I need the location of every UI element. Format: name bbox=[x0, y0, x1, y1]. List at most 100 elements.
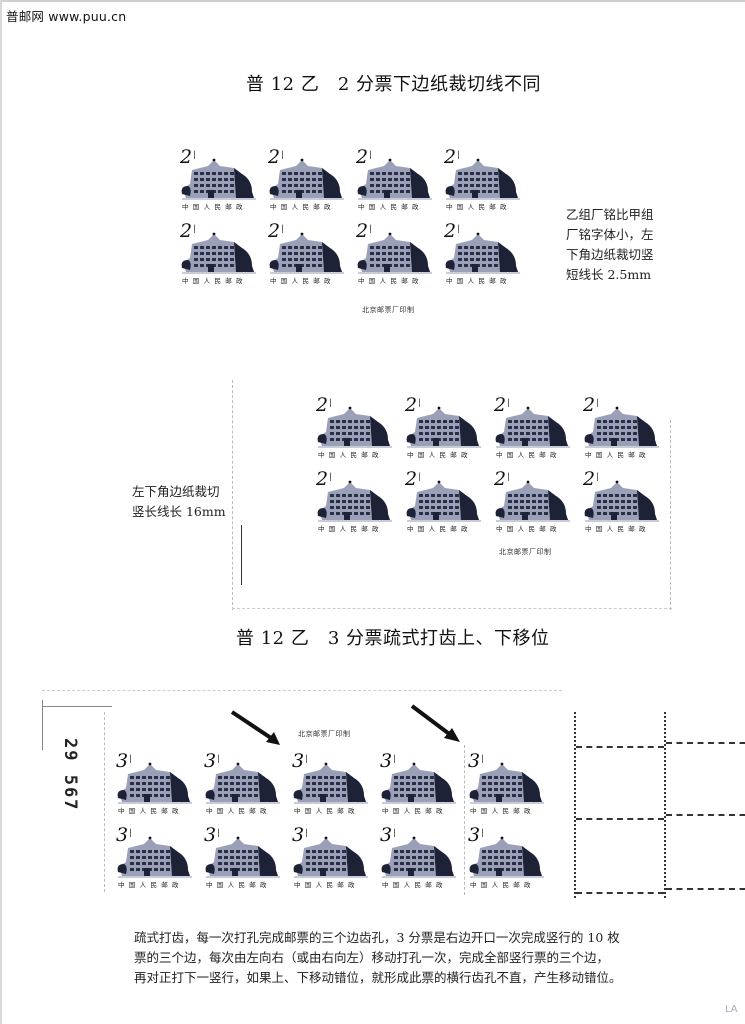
stamp: 2| 中国人民邮政 bbox=[352, 146, 432, 212]
stamp: 2|中国人民邮政 bbox=[401, 394, 481, 460]
stamp-denomination: 2| bbox=[494, 394, 510, 416]
building-illustration-icon bbox=[317, 406, 392, 448]
building-illustration-icon bbox=[269, 232, 344, 274]
arrow-icon bbox=[230, 710, 280, 745]
stamp-block-2: 2| 中国人民邮政 2| 中国人民邮政 2| 中国人民邮政 2| 中国人民邮政 2| 中国人民邮政… bbox=[312, 394, 668, 544]
stamp-caption: 中国人民邮政 bbox=[118, 881, 183, 889]
printer-imprint-2: 北京邮票厂印制 bbox=[499, 548, 552, 556]
stamp: 2| 中国人民邮政 bbox=[312, 468, 392, 534]
section1-title: 普 12 乙 2 分票下边纸裁切线不同 bbox=[246, 74, 542, 95]
stamp-caption: 中国人民邮政 bbox=[585, 525, 650, 533]
building-illustration-icon bbox=[317, 480, 392, 522]
perforation-diagram bbox=[572, 712, 745, 902]
stamp-denomination: 3| bbox=[292, 824, 308, 846]
stamp: 3| 中国人民邮政 bbox=[200, 824, 280, 890]
stamp-caption: 中国人民邮政 bbox=[182, 277, 247, 285]
stamp-denomination: 2| bbox=[583, 394, 599, 416]
stamp-denomination: 3| bbox=[292, 750, 308, 772]
perf-line bbox=[666, 888, 745, 890]
description-line: 票的三个边，每次由左向右（或由右向左）移动打孔一次，完成全部竖行票的三个边， bbox=[134, 950, 610, 965]
stamp-block-1: 2| 中国人民邮政 2| 中国人民邮政 2| 中国人民邮政 2| 中国人民邮政 2| 中国人民邮政… bbox=[176, 146, 528, 296]
stamp-caption: 中国人民邮政 bbox=[206, 881, 271, 889]
building-illustration-icon bbox=[293, 836, 368, 878]
stamp-denomination: 2| bbox=[444, 220, 460, 242]
section2-note: 左下角边纸裁切 竖长线长 16mm bbox=[132, 482, 226, 522]
stamp-denomination: 3| bbox=[204, 750, 220, 772]
stamp-denomination: 2| bbox=[316, 468, 332, 490]
building-illustration-icon bbox=[269, 158, 344, 200]
cut-line-16mm bbox=[241, 525, 242, 585]
stamp: 2| 中国人民邮政 bbox=[440, 220, 520, 286]
stamp-denomination: 2| bbox=[180, 220, 196, 242]
stamp-denomination: 2| bbox=[405, 468, 421, 490]
stamp-denomination: 2| bbox=[356, 146, 372, 168]
perf-line bbox=[576, 818, 664, 820]
building-illustration-icon bbox=[469, 836, 544, 878]
section3-title: 普 12 乙 3 分票疏式打齿上、下移位 bbox=[236, 628, 550, 649]
building-illustration-icon bbox=[495, 480, 570, 522]
note-line: 厂铭字体小，左 bbox=[566, 227, 654, 242]
stamp-caption: 中国人民邮政 bbox=[318, 525, 383, 533]
stamp-caption: 中国人民邮政 bbox=[446, 277, 511, 285]
stamp-caption: 中国人民邮政 bbox=[358, 203, 423, 211]
stamp-denomination: 2| bbox=[583, 468, 599, 490]
building-illustration-icon bbox=[495, 406, 570, 448]
stamp: 3|中国人民邮政 bbox=[376, 750, 456, 816]
building-illustration-icon bbox=[584, 406, 659, 448]
stamp-caption: 中国人民邮政 bbox=[270, 203, 335, 211]
note-line: 短线长 2.5mm bbox=[566, 267, 652, 282]
building-illustration-icon bbox=[181, 158, 256, 200]
stamp: 2|中国人民邮政 bbox=[490, 468, 570, 534]
stamp-caption: 中国人民邮政 bbox=[407, 451, 472, 459]
arrow-icon bbox=[410, 704, 460, 742]
building-illustration-icon bbox=[445, 158, 520, 200]
stamp-denomination: 3| bbox=[380, 824, 396, 846]
note-line: 下角边纸裁切竖 bbox=[566, 247, 654, 262]
stamp-caption: 中国人民邮政 bbox=[358, 277, 423, 285]
stamp: 2|中国人民邮政 bbox=[176, 146, 256, 212]
stamp-denomination: 2| bbox=[268, 220, 284, 242]
stamp-caption: 中国人民邮政 bbox=[294, 807, 359, 815]
stamp-denomination: 3| bbox=[116, 750, 132, 772]
stamp-denomination: 3| bbox=[204, 824, 220, 846]
perf-shift-column bbox=[464, 745, 465, 895]
perf-line bbox=[574, 712, 576, 898]
stamp-denomination: 3| bbox=[468, 750, 484, 772]
building-illustration-icon bbox=[117, 762, 192, 804]
perf-line bbox=[666, 742, 745, 744]
stamp-denomination: 3| bbox=[468, 824, 484, 846]
stamp-caption: 中国人民邮政 bbox=[496, 451, 561, 459]
building-illustration-icon bbox=[117, 836, 192, 878]
description-line: 疏式打齿，每一次打孔完成邮票的三个边齿孔，3 分票是右边开口一次完成竖行的 10… bbox=[134, 930, 620, 945]
building-illustration-icon bbox=[357, 232, 432, 274]
stamp-caption: 中国人民邮政 bbox=[470, 881, 535, 889]
site-watermark: 普邮网 www.puu.cn bbox=[6, 9, 127, 24]
stamp: 3|中国人民邮政 bbox=[288, 824, 368, 890]
note-line: 乙组厂铭比甲组 bbox=[566, 207, 654, 222]
perf-line bbox=[664, 712, 666, 898]
stamp-denomination: 2| bbox=[356, 220, 372, 242]
stamp-denomination: 2| bbox=[268, 146, 284, 168]
stamp-caption: 中国人民邮政 bbox=[585, 451, 650, 459]
building-illustration-icon bbox=[205, 762, 280, 804]
stamp-block-3: 3| 中国人民邮政 3| 中国人民邮政 3| 中国人民邮政 3| 中国人民邮政 3| 中国人民邮政… bbox=[112, 750, 552, 900]
sheet-right-margin bbox=[670, 420, 671, 610]
stamp: 2| 中国人民邮政 bbox=[579, 394, 659, 460]
printer-imprint-1: 北京邮票厂印制 bbox=[362, 306, 415, 314]
building-illustration-icon bbox=[181, 232, 256, 274]
stamp-caption: 中国人民邮政 bbox=[470, 807, 535, 815]
sheet-left-margin bbox=[232, 380, 233, 610]
perf-line bbox=[576, 892, 664, 894]
stamp-caption: 中国人民邮政 bbox=[382, 807, 447, 815]
building-illustration-icon bbox=[205, 836, 280, 878]
note-line: 左下角边纸裁切 bbox=[132, 484, 220, 499]
stamp: 2| 中国人民邮政 bbox=[352, 220, 432, 286]
sheet-corner-line bbox=[42, 706, 112, 707]
perf-line bbox=[666, 814, 745, 816]
stamp-caption: 中国人民邮政 bbox=[407, 525, 472, 533]
top-edge bbox=[0, 0, 745, 2]
stamp: 3|中国人民邮政 bbox=[200, 750, 280, 816]
perf-line bbox=[576, 746, 664, 748]
note-line: 竖长线长 16mm bbox=[132, 504, 226, 519]
building-illustration-icon bbox=[445, 232, 520, 274]
